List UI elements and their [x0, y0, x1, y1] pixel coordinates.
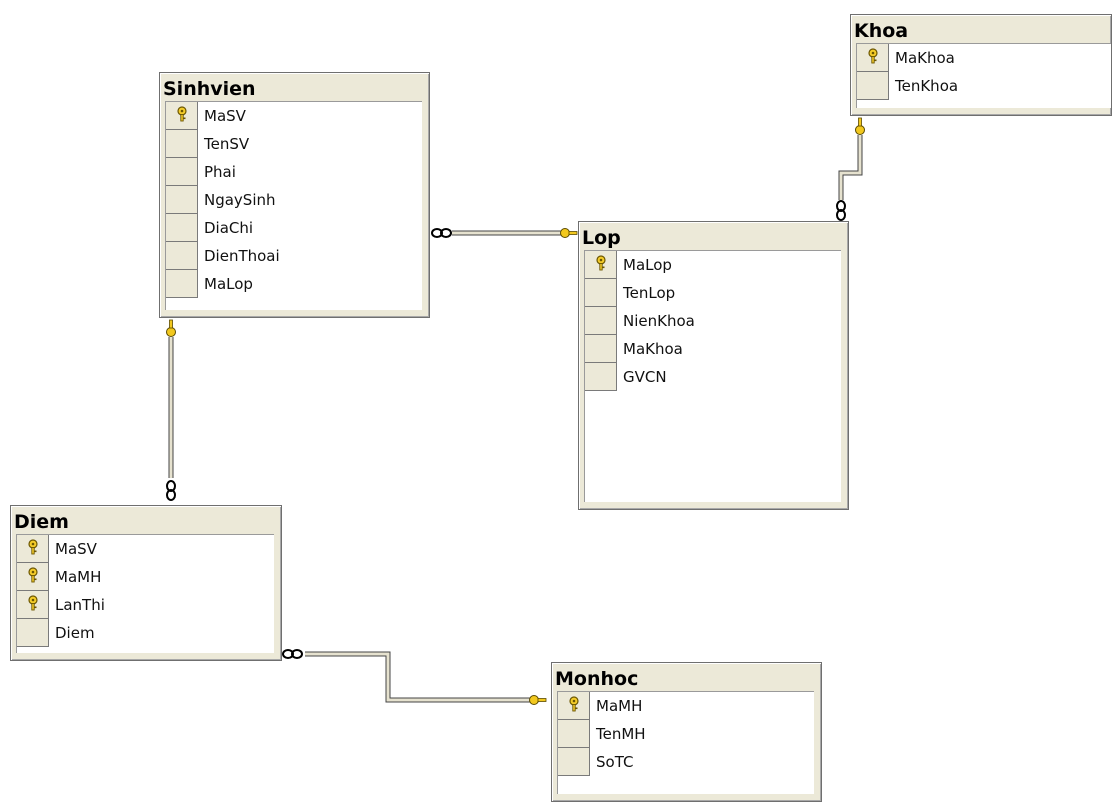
relationship-diem-sinhvien[interactable]: [166, 319, 176, 501]
column-name: TenKhoa: [895, 77, 959, 95]
column-row[interactable]: MaSV: [17, 535, 274, 563]
key-end-icon: [855, 117, 865, 135]
column-row[interactable]: MaLop: [585, 251, 841, 279]
column-row[interactable]: GVCN: [585, 363, 841, 391]
infinity-end-icon: [166, 480, 176, 501]
key-end-icon: [166, 319, 176, 337]
primary-key-icon: [26, 538, 40, 559]
column-name: Diem: [55, 624, 95, 642]
primary-key-icon: [594, 254, 608, 275]
column-row[interactable]: TenMH: [558, 720, 814, 748]
table-title[interactable]: Lop: [582, 227, 621, 249]
row-selector[interactable]: [585, 251, 617, 279]
row-selector[interactable]: [166, 214, 198, 242]
column-row[interactable]: MaLop: [166, 270, 422, 298]
column-row[interactable]: MaMH: [17, 563, 274, 591]
column-name: TenMH: [596, 725, 646, 743]
column-row[interactable]: TenSV: [166, 130, 422, 158]
column-row[interactable]: Phai: [166, 158, 422, 186]
column-name: Phai: [204, 163, 236, 181]
relationship-sinhvien-lop[interactable]: [431, 228, 578, 238]
column-name: MaMH: [55, 568, 102, 586]
column-name: GVCN: [623, 368, 667, 386]
row-selector[interactable]: [558, 748, 590, 776]
column-list: MaMH TenMH SoTC: [557, 691, 814, 794]
column-row[interactable]: MaSV: [166, 102, 422, 130]
column-row[interactable]: Diem: [17, 619, 274, 647]
row-selector[interactable]: [585, 363, 617, 391]
primary-key-icon: [567, 695, 581, 716]
column-row[interactable]: NienKhoa: [585, 307, 841, 335]
column-name: MaMH: [596, 697, 643, 715]
column-name: MaSV: [204, 107, 246, 125]
infinity-end-icon: [282, 649, 303, 659]
column-row[interactable]: LanThi: [17, 591, 274, 619]
row-selector[interactable]: [585, 335, 617, 363]
row-selector[interactable]: [166, 158, 198, 186]
infinity-end-icon: [836, 200, 846, 221]
row-selector[interactable]: [166, 270, 198, 298]
row-selector[interactable]: [857, 72, 889, 100]
primary-key-icon: [26, 594, 40, 615]
column-row[interactable]: MaMH: [558, 692, 814, 720]
column-row[interactable]: NgaySinh: [166, 186, 422, 214]
row-selector[interactable]: [166, 242, 198, 270]
table-title[interactable]: Monhoc: [555, 668, 639, 690]
column-name: NienKhoa: [623, 312, 695, 330]
column-name: DiaChi: [204, 219, 254, 237]
primary-key-icon: [866, 47, 880, 68]
row-selector[interactable]: [585, 279, 617, 307]
column-name: NgaySinh: [204, 191, 276, 209]
column-name: SoTC: [596, 753, 634, 771]
column-row[interactable]: MaKhoa: [585, 335, 841, 363]
column-name: TenLop: [623, 284, 676, 302]
row-selector[interactable]: [166, 102, 198, 130]
row-selector[interactable]: [166, 186, 198, 214]
primary-key-icon: [175, 105, 189, 126]
column-name: MaKhoa: [895, 49, 955, 67]
infinity-end-icon: [431, 228, 452, 238]
column-name: MaLop: [623, 256, 672, 274]
relationship-lop-khoa[interactable]: [836, 117, 865, 221]
column-name: MaLop: [204, 275, 253, 293]
column-name: LanThi: [55, 596, 105, 614]
column-row[interactable]: TenKhoa: [857, 72, 1111, 100]
key-end-icon: [560, 228, 578, 238]
row-selector[interactable]: [17, 535, 49, 563]
column-row[interactable]: DiaChi: [166, 214, 422, 242]
row-selector[interactable]: [17, 619, 49, 647]
column-name: MaSV: [55, 540, 97, 558]
row-selector[interactable]: [857, 44, 889, 72]
column-row[interactable]: SoTC: [558, 748, 814, 776]
table-title[interactable]: Diem: [14, 511, 69, 533]
column-name: DienThoai: [204, 247, 280, 265]
primary-key-icon: [26, 566, 40, 587]
relationship-diem-monhoc[interactable]: [282, 649, 547, 705]
row-selector[interactable]: [166, 130, 198, 158]
row-selector[interactable]: [558, 692, 590, 720]
table-title[interactable]: Sinhvien: [163, 78, 256, 100]
table-title[interactable]: Khoa: [854, 20, 909, 42]
table-monhoc[interactable]: Monhoc MaMH TenMH SoTC: [551, 662, 822, 802]
column-row[interactable]: TenLop: [585, 279, 841, 307]
key-end-icon: [529, 695, 547, 705]
row-selector[interactable]: [585, 307, 617, 335]
column-name: MaKhoa: [623, 340, 683, 358]
column-name: TenSV: [204, 135, 250, 153]
row-selector[interactable]: [558, 720, 590, 748]
column-row[interactable]: MaKhoa: [857, 44, 1111, 72]
row-selector[interactable]: [17, 591, 49, 619]
row-selector[interactable]: [17, 563, 49, 591]
column-row[interactable]: DienThoai: [166, 242, 422, 270]
